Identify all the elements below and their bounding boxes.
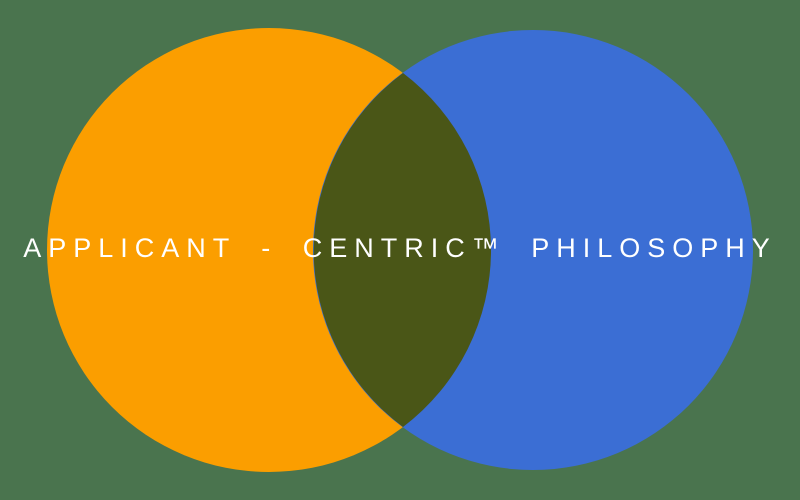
overlap-lens bbox=[313, 73, 492, 427]
venn-label: APPLICANT - CENTRIC™ PHILOSOPHY bbox=[23, 233, 777, 263]
